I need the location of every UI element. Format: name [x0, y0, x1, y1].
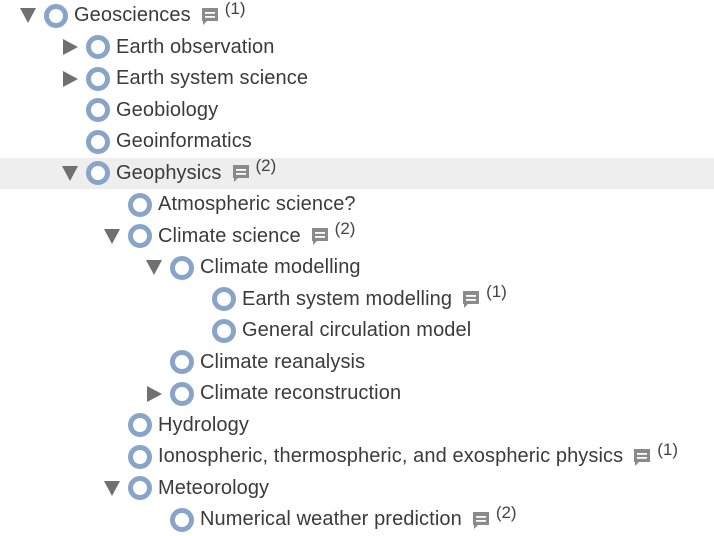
toggle-spacer	[60, 132, 80, 152]
tree-node-label[interactable]: Earth system science	[116, 67, 309, 90]
tree-row-earth-observation[interactable]: Earth observation	[0, 32, 714, 64]
tree-row-geophysics[interactable]: Geophysics (2)	[0, 156, 714, 189]
tree-node-label[interactable]: Atmospheric science?	[158, 193, 356, 216]
comment-count: (1)	[486, 282, 507, 302]
triangle-down-icon[interactable]	[18, 6, 38, 26]
comment-indicator[interactable]: (1)	[462, 282, 507, 310]
toggle-spacer	[102, 195, 122, 215]
circle-node-icon	[170, 381, 194, 406]
circle-node-icon	[128, 413, 152, 438]
triangle-right-icon[interactable]	[60, 37, 80, 57]
tree-row-general-circulation-model[interactable]: General circulation model	[0, 315, 714, 347]
tree-row-earth-system-science[interactable]: Earth system science	[0, 63, 714, 95]
circle-node-icon	[86, 161, 110, 186]
toggle-spacer	[144, 510, 164, 530]
circle-node-icon	[170, 507, 194, 532]
circle-node-icon	[170, 255, 194, 280]
tree-row-climate-reanalysis[interactable]: Climate reanalysis	[0, 347, 714, 379]
toggle-spacer	[102, 415, 122, 435]
comment-icon	[634, 448, 651, 466]
tree-row-geoinformatics[interactable]: Geoinformatics	[0, 126, 714, 158]
tree-node-label[interactable]: Earth observation	[116, 35, 275, 58]
comment-icon	[311, 228, 328, 246]
circle-node-icon	[86, 66, 110, 91]
tree-row-meteorology[interactable]: Meteorology	[0, 473, 714, 505]
circle-node-icon	[128, 224, 152, 249]
tree-node-label[interactable]: Meteorology	[158, 476, 270, 499]
tree-node-label[interactable]: Climate science	[158, 224, 301, 247]
circle-node-icon	[44, 3, 68, 28]
circle-node-icon	[86, 129, 110, 154]
tree-row-ionospheric-physics[interactable]: Ionospheric, thermospheric, and exospher…	[0, 440, 714, 473]
circle-node-icon	[86, 35, 110, 60]
triangle-down-icon[interactable]	[144, 258, 164, 278]
comment-indicator[interactable]: (1)	[633, 440, 678, 468]
comment-indicator[interactable]: (2)	[232, 156, 276, 184]
tree-row-earth-system-modelling[interactable]: Earth system modelling (1)	[0, 282, 714, 316]
triangle-right-icon[interactable]	[144, 384, 164, 404]
toggle-spacer	[60, 100, 80, 120]
tree-node-label[interactable]: Climate modelling	[200, 256, 361, 279]
comment-icon	[463, 291, 480, 309]
triangle-down-icon[interactable]	[60, 163, 80, 183]
comment-icon	[232, 165, 249, 183]
comment-indicator[interactable]: (2)	[311, 219, 355, 247]
circle-node-icon	[212, 287, 236, 312]
tree-node-label[interactable]: Geophysics	[116, 161, 222, 184]
tree-row-geosciences[interactable]: Geosciences (1)	[0, 0, 714, 32]
comment-icon	[201, 7, 218, 25]
tree-node-label[interactable]: Geobiology	[116, 98, 219, 121]
tree-row-climate-science[interactable]: Climate science (2)	[0, 219, 714, 253]
tree-node-label[interactable]: Geosciences	[74, 4, 191, 27]
tree-row-climate-reconstruction[interactable]: Climate reconstruction	[0, 378, 714, 410]
tree-row-geobiology[interactable]: Geobiology	[0, 95, 714, 127]
circle-node-icon	[128, 444, 152, 469]
tree-node-label[interactable]: Earth system modelling	[242, 287, 453, 310]
tree-node-label[interactable]: Numerical weather prediction	[200, 508, 462, 531]
toggle-spacer	[102, 447, 122, 467]
triangle-down-icon[interactable]	[102, 478, 122, 498]
toggle-spacer	[144, 352, 164, 372]
comment-count: (2)	[495, 502, 517, 522]
circle-node-icon	[128, 476, 152, 501]
comment-indicator[interactable]: (2)	[472, 503, 517, 531]
comment-indicator[interactable]: (1)	[201, 0, 246, 27]
tree-node-label[interactable]: Climate reconstruction	[200, 382, 402, 405]
triangle-down-icon[interactable]	[102, 226, 122, 246]
circle-node-icon	[212, 318, 236, 343]
tree-row-numerical-weather-prediction[interactable]: Numerical weather prediction (2)	[0, 503, 714, 536]
comment-count: (1)	[224, 0, 246, 18]
tree-node-label[interactable]: Hydrology	[158, 413, 249, 436]
comment-count: (2)	[255, 156, 277, 176]
tree-node-label[interactable]: General circulation model	[242, 319, 472, 342]
toggle-spacer	[186, 289, 206, 309]
comment-icon	[472, 511, 489, 529]
tree-row-atmospheric-science[interactable]: Atmospheric science?	[0, 189, 714, 221]
circle-node-icon	[170, 350, 194, 375]
circle-node-icon	[86, 98, 110, 123]
circle-node-icon	[128, 192, 152, 217]
toggle-spacer	[186, 321, 206, 341]
tree-node-label[interactable]: Climate reanalysis	[200, 350, 366, 373]
triangle-right-icon[interactable]	[60, 69, 80, 89]
tree-row-climate-modelling[interactable]: Climate modelling	[0, 252, 714, 284]
comment-count: (1)	[657, 439, 679, 459]
tree-node-label[interactable]: Ionospheric, thermospheric, and exospher…	[158, 445, 624, 468]
comment-count: (2)	[334, 219, 356, 239]
tree-row-hydrology[interactable]: Hydrology	[0, 410, 714, 442]
tree-node-label[interactable]: Geoinformatics	[116, 130, 252, 153]
